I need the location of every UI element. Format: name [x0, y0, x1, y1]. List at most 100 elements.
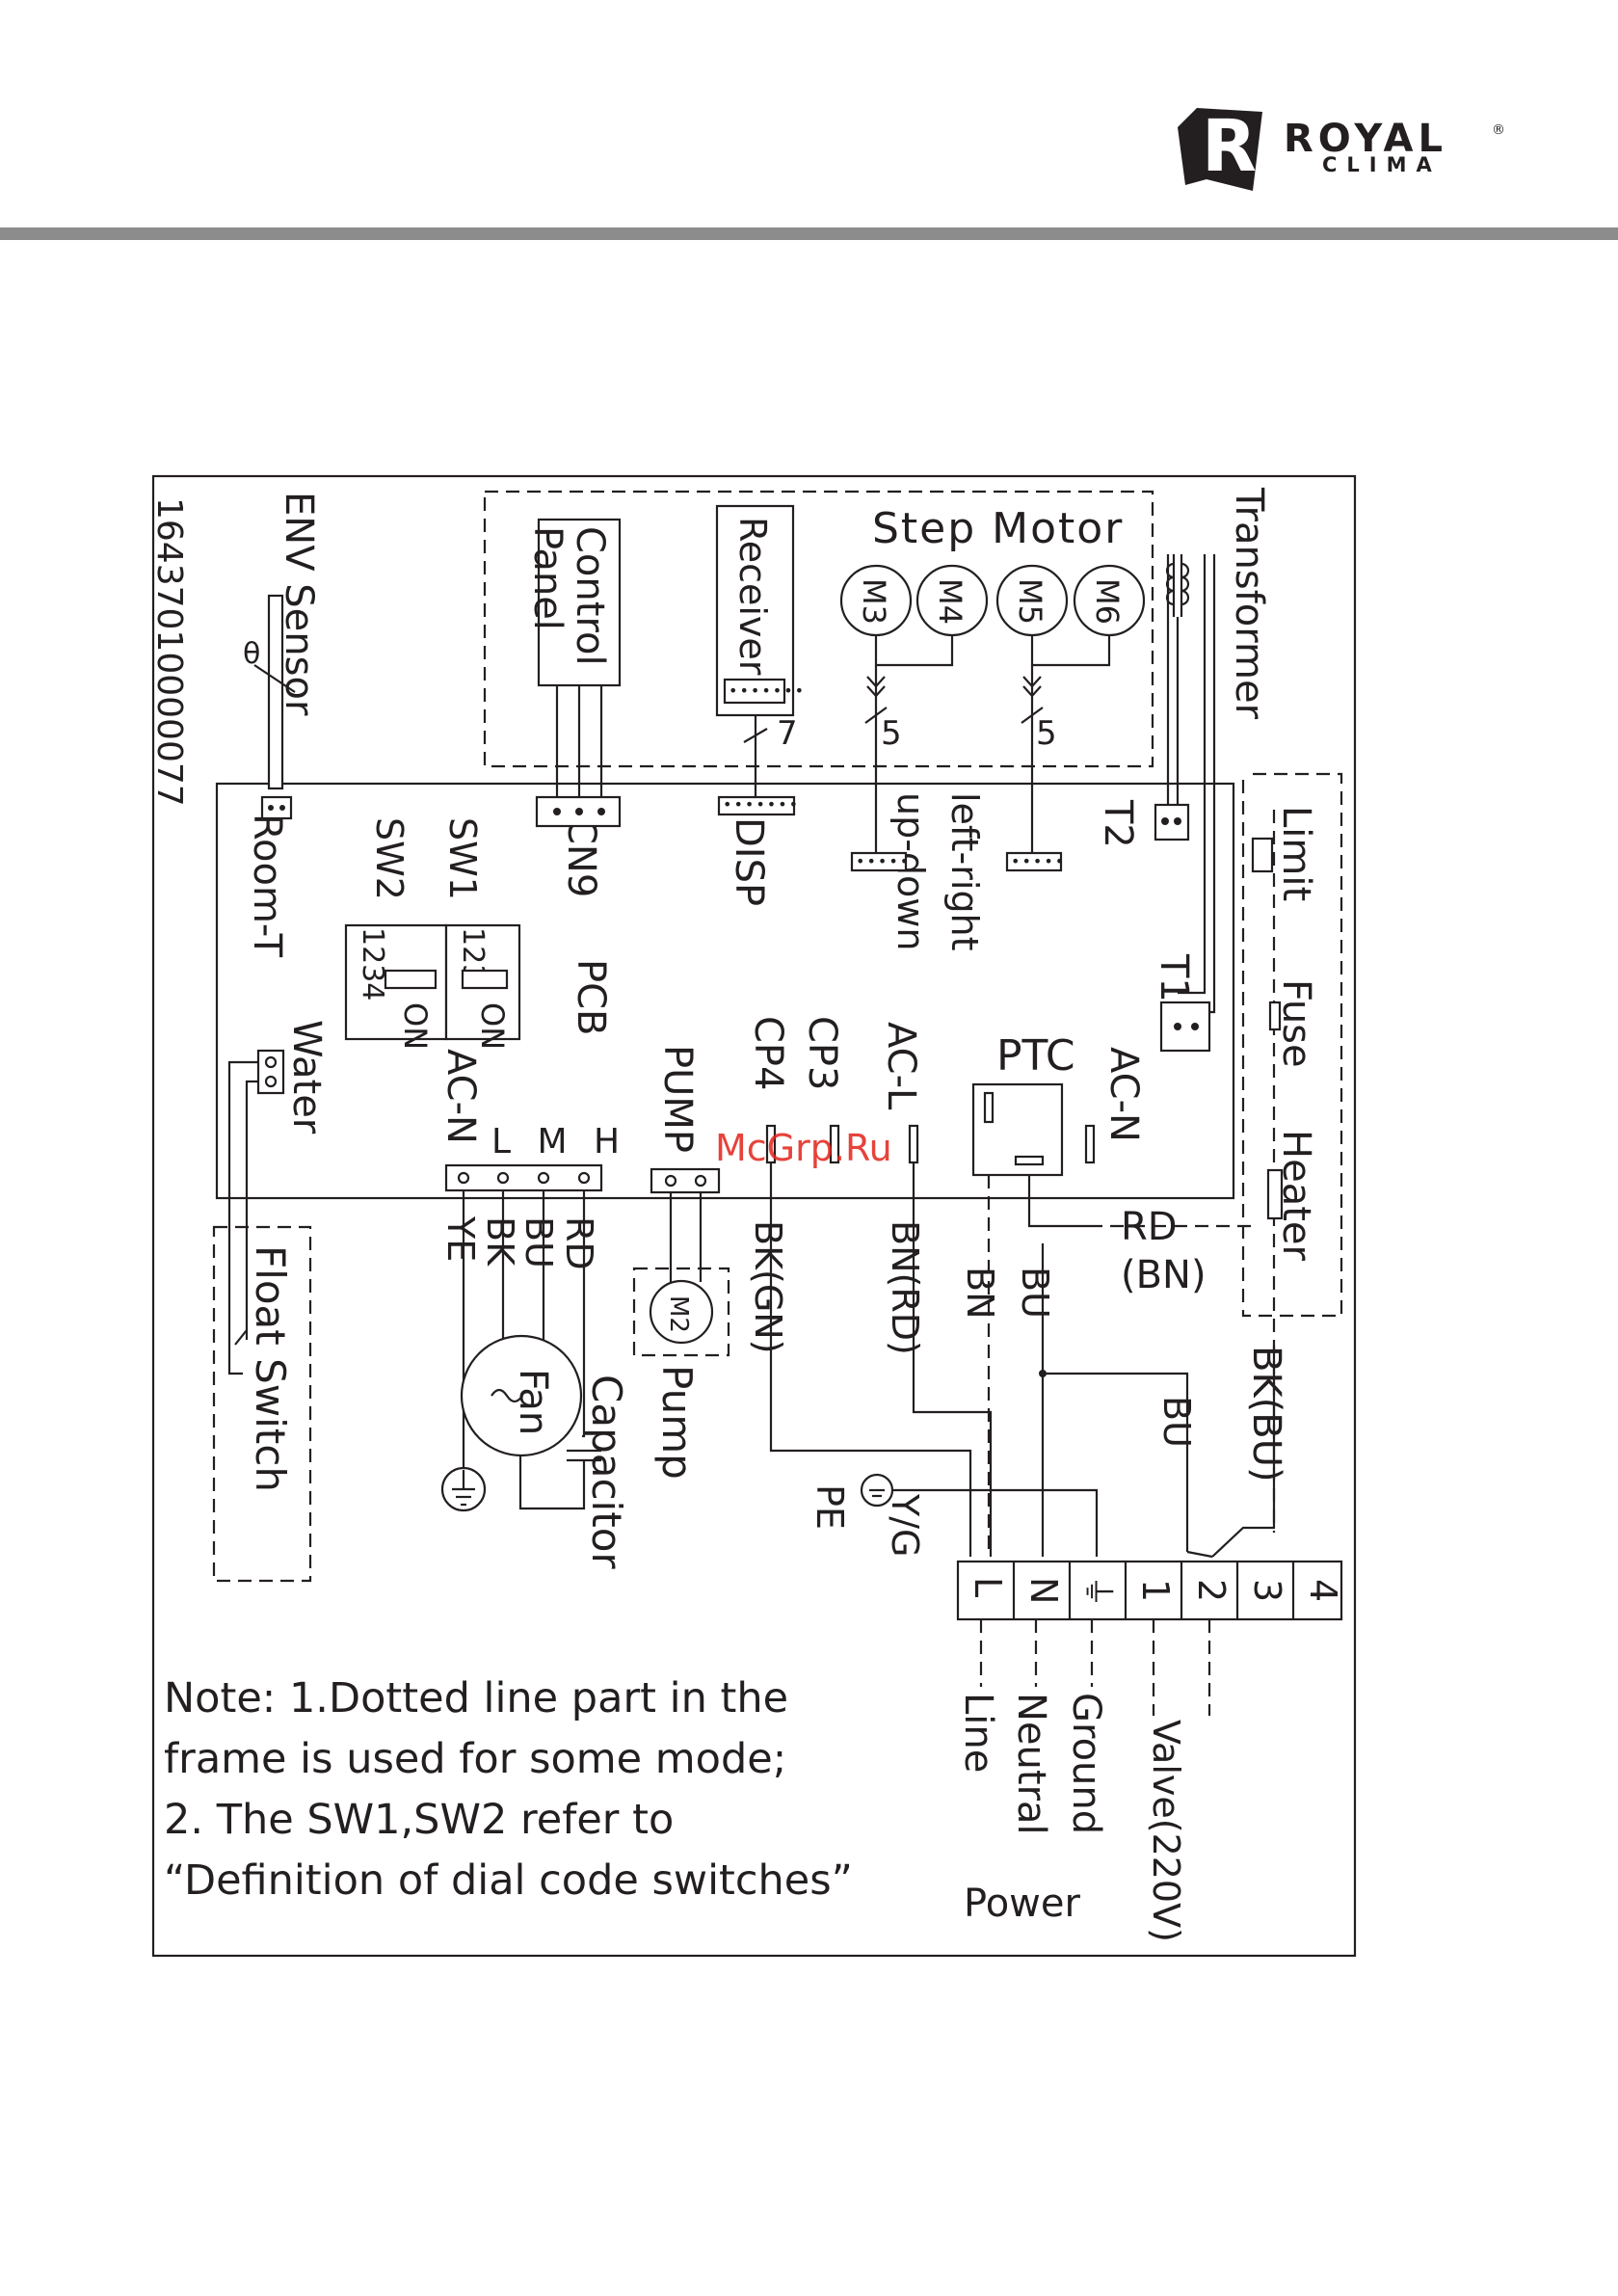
wire-yg-label: Y/G [884, 1493, 926, 1557]
float-switch-dashed-box [212, 1225, 312, 1583]
receiver-label: Receiver [731, 517, 774, 676]
terminal-ground-icon: ⏚ [1078, 1575, 1117, 1608]
terminal-1: 1 [1134, 1579, 1177, 1602]
bus5a-label: 5 [881, 714, 902, 753]
env-sensor-label: ENV Sensor [277, 492, 321, 716]
wire-rd-label: RD [1121, 1205, 1178, 1249]
cp3-label: CP3 [800, 1016, 844, 1091]
motor-m3-label: M3 [856, 578, 892, 625]
water-label: Water [284, 1020, 329, 1135]
acn-fan-label: AC-N [438, 1049, 483, 1144]
wire-bk-label: BK [479, 1216, 521, 1267]
fan-terminal-block [444, 1163, 603, 1192]
logo-letter: R [1202, 105, 1257, 188]
updown-connector [850, 851, 908, 872]
pump-motor-label: M2 [664, 1295, 693, 1333]
wire-bn-paren-label: (BN) [1121, 1253, 1207, 1297]
fuse-icon [1268, 1001, 1282, 1031]
svg-text:•••••: ••••• [1011, 852, 1066, 870]
wire-bu-mid-label: BU [1014, 1267, 1056, 1319]
pump-connector-label: PUMP [655, 1045, 700, 1153]
transformer-label: Transformer [1227, 487, 1271, 720]
pcb-box [215, 782, 1235, 1200]
terminal-2: 2 [1190, 1579, 1233, 1602]
note-line-3: 2. The SW1,SW2 refer to [164, 1796, 674, 1844]
wire-ye-label: YE [439, 1215, 482, 1262]
logo-shield-icon [1178, 108, 1262, 191]
sw2-on-label: ON [397, 1002, 434, 1050]
step-motor-label: Step Motor [872, 504, 1124, 553]
limit-switch-icon [1251, 837, 1274, 873]
power-terminal-block: L N ⏚ 1 2 3 4 [956, 1560, 1344, 1621]
output-valve-label: Valve(220V) [1145, 1720, 1187, 1942]
svg-text:•••••: ••••• [856, 852, 911, 870]
bus5b-label: 5 [1036, 714, 1057, 753]
wire-rd-fan-label: RD [558, 1216, 600, 1270]
fuse-label: Fuse [1274, 979, 1318, 1068]
t1-label: T1 [1152, 953, 1196, 1002]
motor-m4-label: M4 [932, 578, 968, 625]
sw2-digits: 1234 [356, 927, 389, 1001]
wire-bu-right-label: BU [1155, 1396, 1198, 1448]
fan-terminals: Fan [440, 1163, 603, 1512]
env-sensor: θ [243, 594, 296, 820]
pump-connector [650, 1167, 721, 1194]
svg-text:•••••••: ••••••• [723, 795, 800, 814]
wire-bnrd-label: BN(RD) [884, 1220, 926, 1355]
wire-pe-label: PE [809, 1484, 851, 1530]
leftright-label: left-right [943, 792, 986, 951]
step-motors: M3 M4 M5 M6 ••••• ••••• [839, 564, 1146, 872]
pcb-label: PCB [569, 959, 613, 1036]
wire-bn-label: BN [959, 1267, 1001, 1320]
room-t-label: Room-T [245, 814, 289, 958]
ptc-label: PTC [996, 1031, 1075, 1081]
updown-label: up-down [889, 792, 932, 950]
room-t-connector [260, 795, 293, 820]
header-rule [0, 227, 1618, 240]
terminal-3: 3 [1246, 1579, 1288, 1602]
leftright-connector [1005, 851, 1063, 872]
dip-switches: 1234 123 ON ON [344, 923, 521, 1050]
limit-label: Limit [1274, 806, 1318, 901]
svg-text:•••••••: ••••••• [729, 681, 806, 700]
brand-sub: CLIMA [1322, 153, 1442, 176]
terminal-4: 4 [1302, 1579, 1344, 1602]
transformer [1154, 554, 1216, 1053]
t1-connector [1159, 1001, 1211, 1053]
pump-motor-icon [649, 1279, 714, 1345]
motor-m6-label: M6 [1089, 578, 1126, 625]
disp-connector [717, 795, 796, 816]
wire-bu-fan-label: BU [517, 1216, 560, 1268]
pump: M2 [649, 1167, 721, 1345]
cp4-label: CP4 [746, 1016, 790, 1091]
brand-name: ROYAL [1284, 117, 1447, 161]
t2-connector [1154, 803, 1190, 841]
sw2-label: SW2 [368, 817, 411, 900]
acl-label: AC-L [879, 1022, 923, 1110]
brand-logo: R ROYAL ® CLIMA [1178, 105, 1505, 191]
bus7-label: 7 [777, 714, 798, 753]
terminal-n: N [1022, 1577, 1065, 1604]
sw1-on-label: ON [474, 1002, 511, 1050]
heater-icon [1266, 1168, 1284, 1220]
theta-label: θ [243, 637, 260, 671]
power-label: Power [964, 1882, 1080, 1926]
sw1-label: SW1 [441, 817, 484, 900]
pump-dashed-box [632, 1267, 730, 1357]
t2-label: T2 [1096, 799, 1140, 848]
disp-label: DISP [727, 817, 771, 906]
control-panel-line-2: Panel [525, 526, 570, 630]
note-line-4: “Definition of dial code switches” [164, 1856, 853, 1905]
note-line-2: frame is used for some mode; [164, 1735, 786, 1783]
diagram-frame [151, 474, 1357, 1958]
motor-m5-label: M5 [1012, 578, 1048, 625]
output-line-label: Line [956, 1693, 1000, 1773]
brand-registered: ® [1492, 122, 1505, 138]
cn9-connector [535, 795, 622, 828]
watermark: McGrp.Ru [715, 1127, 892, 1169]
pump-label: Pump [653, 1365, 701, 1480]
diagram-code: 16437010000077 [149, 497, 189, 807]
module-dashed-box [483, 490, 1154, 768]
capacitor-label: Capacitor [583, 1375, 630, 1569]
note-line-1: Note: 1.Dotted line part in the [164, 1674, 788, 1722]
